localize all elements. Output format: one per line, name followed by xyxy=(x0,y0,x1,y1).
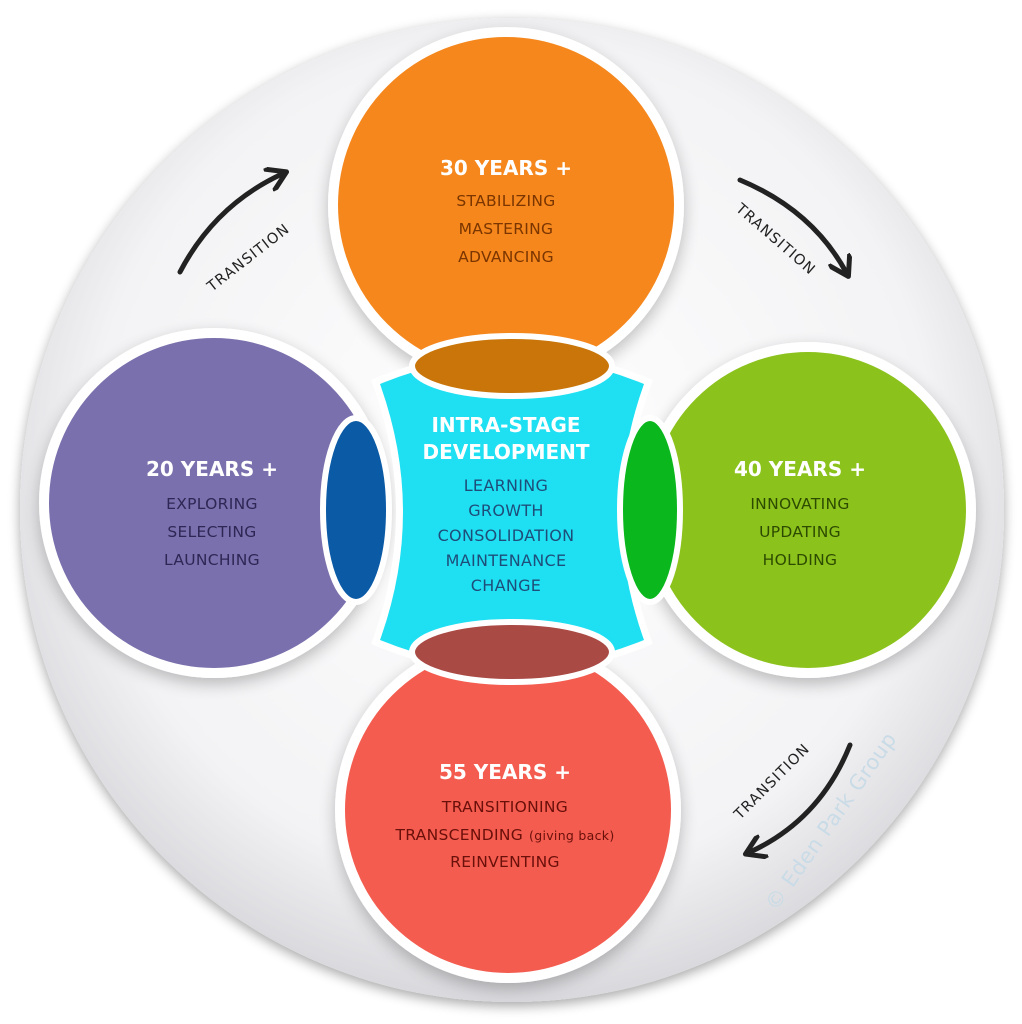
center-item-2: GROWTH xyxy=(468,501,544,520)
stage-item-bottom-2-note: (giving back) xyxy=(529,828,614,843)
center-item-3: CONSOLIDATION xyxy=(438,526,575,545)
stage-item-bottom-2: TRANSCENDING xyxy=(394,826,523,844)
stage-text-left: 20 YEARS + EXPLORING SELECTING LAUNCHING xyxy=(146,457,278,569)
overlap-lens-left xyxy=(320,415,392,605)
stage-item-bottom-1: TRANSITIONING xyxy=(441,798,568,816)
center-title-line-1: INTRA-STAGE xyxy=(431,413,580,437)
center-shape xyxy=(380,357,644,667)
stage-item-top-1: STABILIZING xyxy=(456,192,555,210)
stage-text-right: 40 YEARS + INNOVATING UPDATING HOLDING xyxy=(734,457,866,569)
stage-text-top: 30 YEARS + STABILIZING MASTERING ADVANCI… xyxy=(440,156,572,266)
stage-item-left-3: LAUNCHING xyxy=(164,551,260,569)
overlap-lens-right xyxy=(617,415,683,605)
stage-item-bottom-2-line: TRANSCENDING (giving back) xyxy=(394,826,614,844)
center-item-5: CHANGE xyxy=(471,576,541,595)
stage-item-bottom-3: REINVENTING xyxy=(450,853,560,871)
center-title-line-2: DEVELOPMENT xyxy=(422,440,589,464)
center-text: INTRA-STAGE DEVELOPMENT LEARNING GROWTH … xyxy=(422,413,589,595)
stage-text-bottom: 55 YEARS + TRANSITIONING TRANSCENDING (gi… xyxy=(394,760,614,871)
stage-item-right-3: HOLDING xyxy=(763,551,838,569)
stage-item-top-3: ADVANCING xyxy=(458,248,554,266)
arrow-curved-up-right-icon xyxy=(177,174,282,275)
arrow-curved-down-left-icon xyxy=(750,742,853,852)
overlap-lens-bottom xyxy=(409,619,615,685)
arrow-curved-down-right-icon xyxy=(737,177,846,272)
center-item-4: MAINTENANCE xyxy=(446,551,567,570)
overlap-lens-top xyxy=(409,333,615,399)
stage-title-right: 40 YEARS + xyxy=(734,457,866,481)
stage-title-left: 20 YEARS + xyxy=(146,457,278,481)
stage-title-top: 30 YEARS + xyxy=(440,156,572,180)
stage-item-left-2: SELECTING xyxy=(167,523,256,541)
stage-item-top-2: MASTERING xyxy=(459,220,554,238)
center-item-1: LEARNING xyxy=(464,476,549,495)
stage-item-right-1: INNOVATING xyxy=(750,495,849,513)
stage-title-bottom: 55 YEARS + xyxy=(439,760,571,784)
stage-item-right-2: UPDATING xyxy=(759,523,841,541)
stage-item-left-1: EXPLORING xyxy=(166,495,258,513)
